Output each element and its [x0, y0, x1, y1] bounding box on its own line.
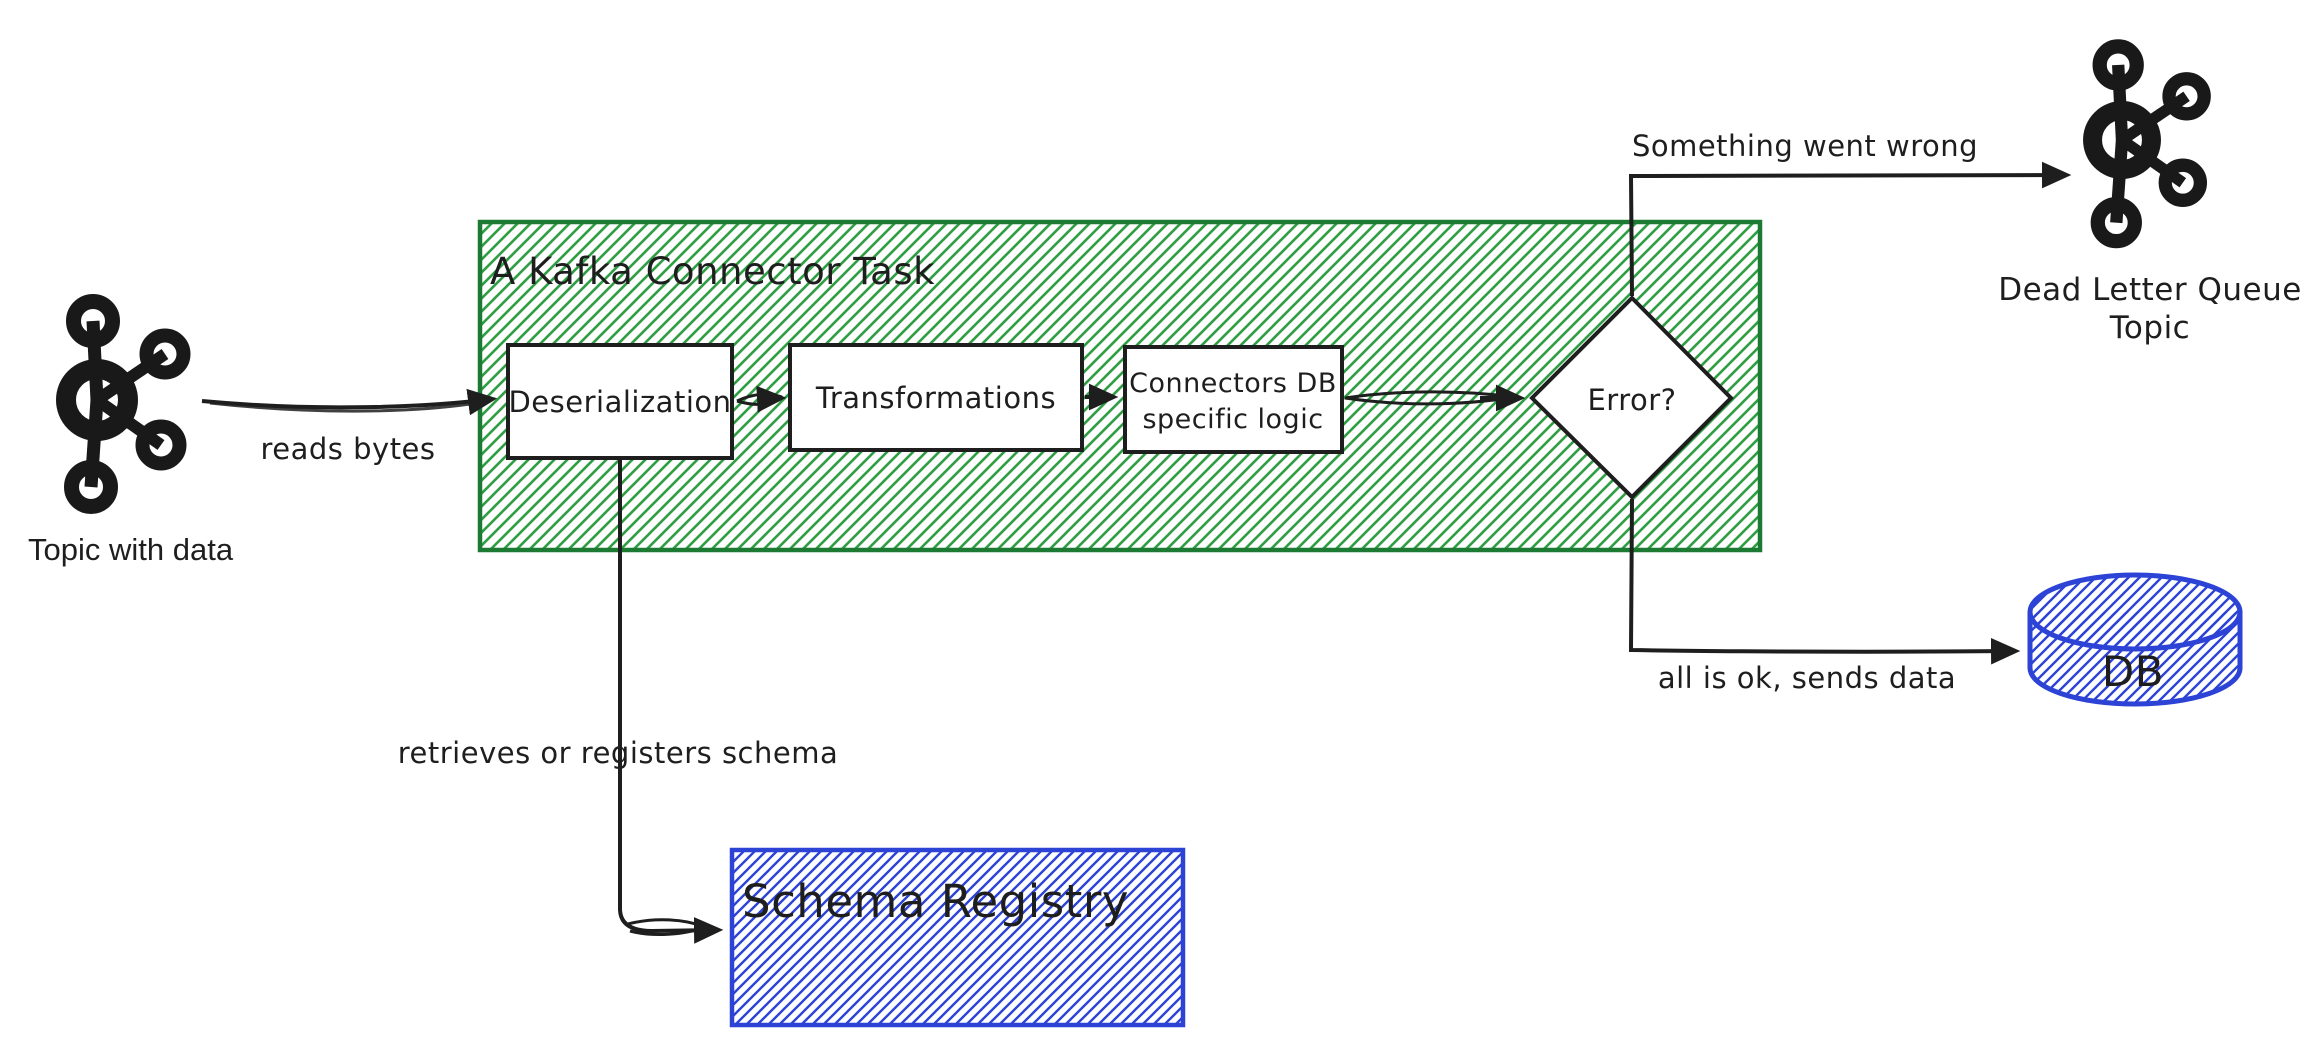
node-schema-registry-label: Schema Registry [742, 875, 1129, 928]
edge-deserialization-to-schema-registry: retrieves or registers schema [398, 460, 839, 944]
node-transformations-label: Transformations [815, 381, 1056, 415]
edge-retrieves-schema-label: retrieves or registers schema [398, 736, 839, 770]
node-schema-registry: Schema Registry [729, 847, 1186, 1028]
node-error-label: Error? [1587, 383, 1676, 417]
node-error-decision: Error? [1529, 295, 1734, 500]
node-deserialization-label: Deserialization [508, 385, 731, 419]
edge-reads-bytes: reads bytes [201, 388, 498, 466]
node-deserialization: Deserialization [506, 343, 734, 460]
edge-connectors-to-error [1344, 384, 1526, 412]
edge-reads-bytes-label: reads bytes [260, 432, 435, 466]
edge-deserialization-to-transformations [736, 385, 787, 413]
edge-something-went-wrong-label: Something went wrong [1632, 129, 1978, 163]
edge-error-to-dlq: Something went wrong [1628, 129, 2072, 297]
kafka-topic-label: Topic with data [28, 532, 234, 567]
node-connectors-db-logic-line2: specific logic [1142, 404, 1323, 435]
kafka-dlq-label-line2: Topic [2109, 310, 2190, 346]
edge-error-to-db: all is ok, sends data [1628, 498, 2021, 695]
node-connectors-db-logic-line1: Connectors DB [1129, 368, 1337, 399]
node-connectors-db-logic: Connectors DB specific logic [1123, 345, 1344, 454]
kafka-dlq-label-line1: Dead Letter Queue [1998, 272, 2302, 308]
node-transformations: Transformations [788, 343, 1084, 452]
kafka-dlq-icon [2093, 46, 2205, 241]
node-db-label: DB [2102, 647, 2164, 696]
edge-all-ok-label: all is ok, sends data [1658, 661, 1956, 695]
node-db-cylinder: DB [2027, 572, 2243, 707]
kafka-topic-icon [66, 302, 184, 507]
container-title: A Kafka Connector Task [490, 250, 935, 293]
